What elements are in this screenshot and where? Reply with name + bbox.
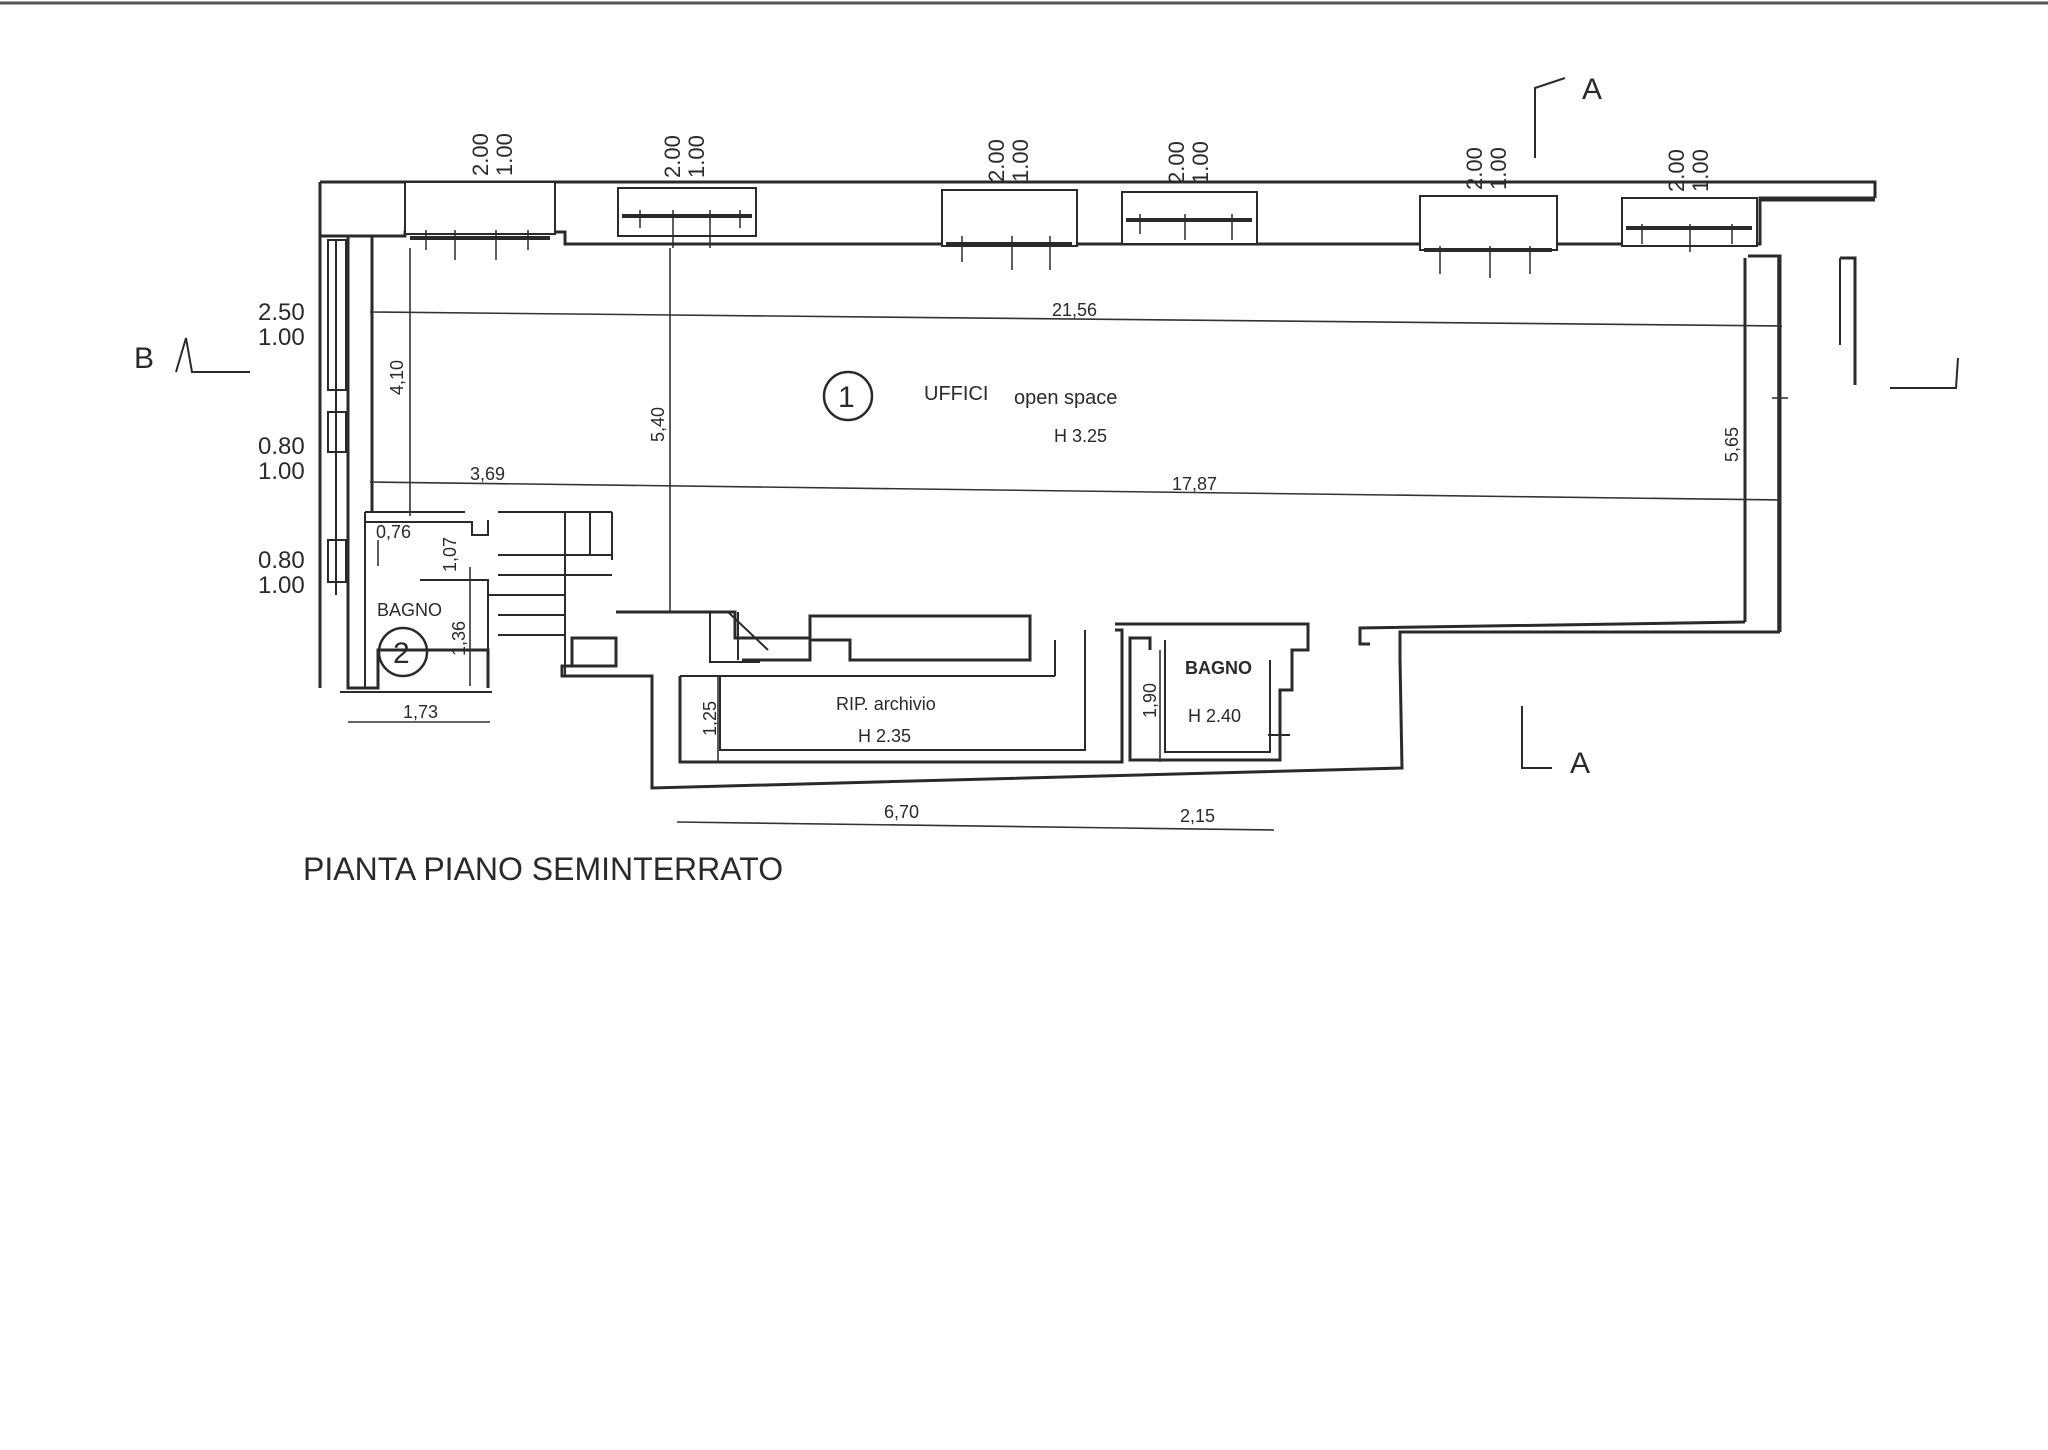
left-windows <box>327 239 347 595</box>
room-2-name: BAGNO <box>377 600 442 620</box>
window-6-a: 2.00 <box>1664 149 1689 192</box>
window-1-a: 2.00 <box>468 133 493 176</box>
dim-bagno2-w: 0,76 <box>376 522 411 542</box>
dim-archive-depth: 1,25 <box>700 701 720 736</box>
window-5-b: 1.00 <box>1486 147 1511 190</box>
dimension-lines <box>348 248 1788 831</box>
section-labels: A A B <box>134 73 1602 780</box>
left-window-labels: 2.50 1.00 0.80 1.00 0.80 1.00 <box>258 299 305 599</box>
window-4-a: 2.00 <box>1164 141 1189 184</box>
bath-name: BAGNO <box>1185 658 1252 678</box>
dim-bagno2-total: 1,73 <box>403 702 438 722</box>
top-windows <box>404 181 1758 252</box>
window-6-b: 1.00 <box>1688 149 1713 192</box>
room-2-circle <box>377 626 429 678</box>
room-1-height: H 3.25 <box>1054 426 1107 446</box>
dimension-labels: 21,56 17,87 3,69 4,10 5,40 5,65 0,76 1,0… <box>376 300 1742 826</box>
window-2-b: 1.00 <box>684 135 709 178</box>
room-labels: 1 UFFICI open space H 3.25 2 BAGNO RIP. … <box>377 381 1252 746</box>
window-3-a: 2.00 <box>984 139 1009 182</box>
bath-height: H 2.40 <box>1188 706 1241 726</box>
archive-name: RIP. archivio <box>836 694 936 714</box>
room-1-label: open space <box>1014 387 1117 409</box>
archive-height: H 2.35 <box>858 726 911 746</box>
left-window-1-b: 1.00 <box>258 324 305 351</box>
room-2-number: 2 <box>393 637 410 670</box>
dim-bath-depth: 1,90 <box>1140 683 1160 718</box>
outer-walls <box>318 180 1877 790</box>
window-4-b: 1.00 <box>1188 141 1213 184</box>
window-ticks <box>425 210 1733 278</box>
dim-width-mid: 5,40 <box>648 407 668 442</box>
window-5-a: 2.00 <box>1462 147 1487 190</box>
room-1-number: 1 <box>838 381 855 414</box>
dim-length-total: 21,56 <box>1052 300 1097 320</box>
dim-length-east: 17,87 <box>1172 474 1217 494</box>
dim-width-left: 4,10 <box>387 360 407 395</box>
dim-archive-len: 6,70 <box>884 802 919 822</box>
left-window-2-b: 1.00 <box>258 458 305 485</box>
top-window-labels: 2.00 1.00 2.00 1.00 2.00 1.00 2.00 1.00 … <box>468 133 1713 192</box>
dim-length-west: 3,69 <box>470 464 505 484</box>
stair-lines <box>498 511 613 676</box>
left-window-3-a: 0.80 <box>258 547 305 574</box>
section-a-top: A <box>1582 73 1602 106</box>
window-2-a: 2.00 <box>660 135 685 178</box>
dim-width-right: 5,65 <box>1722 427 1742 462</box>
window-3-b: 1.00 <box>1008 139 1033 182</box>
room-1-name: UFFICI <box>924 383 988 405</box>
plan-title: PIANTA PIANO SEMINTERRATO <box>303 851 783 887</box>
section-a-bottom: A <box>1570 747 1590 780</box>
room-1-circle <box>822 370 874 422</box>
dim-bagno2-d2: 1,36 <box>449 621 469 656</box>
section-markers <box>175 77 1959 769</box>
section-b: B <box>134 342 154 375</box>
window-1-b: 1.00 <box>492 133 517 176</box>
left-window-1-a: 2.50 <box>258 299 305 326</box>
dim-bagno2-d1: 1,07 <box>440 537 460 572</box>
dim-bath-len: 2,15 <box>1180 806 1215 826</box>
left-window-3-b: 1.00 <box>258 572 305 599</box>
left-window-2-a: 0.80 <box>258 433 305 460</box>
